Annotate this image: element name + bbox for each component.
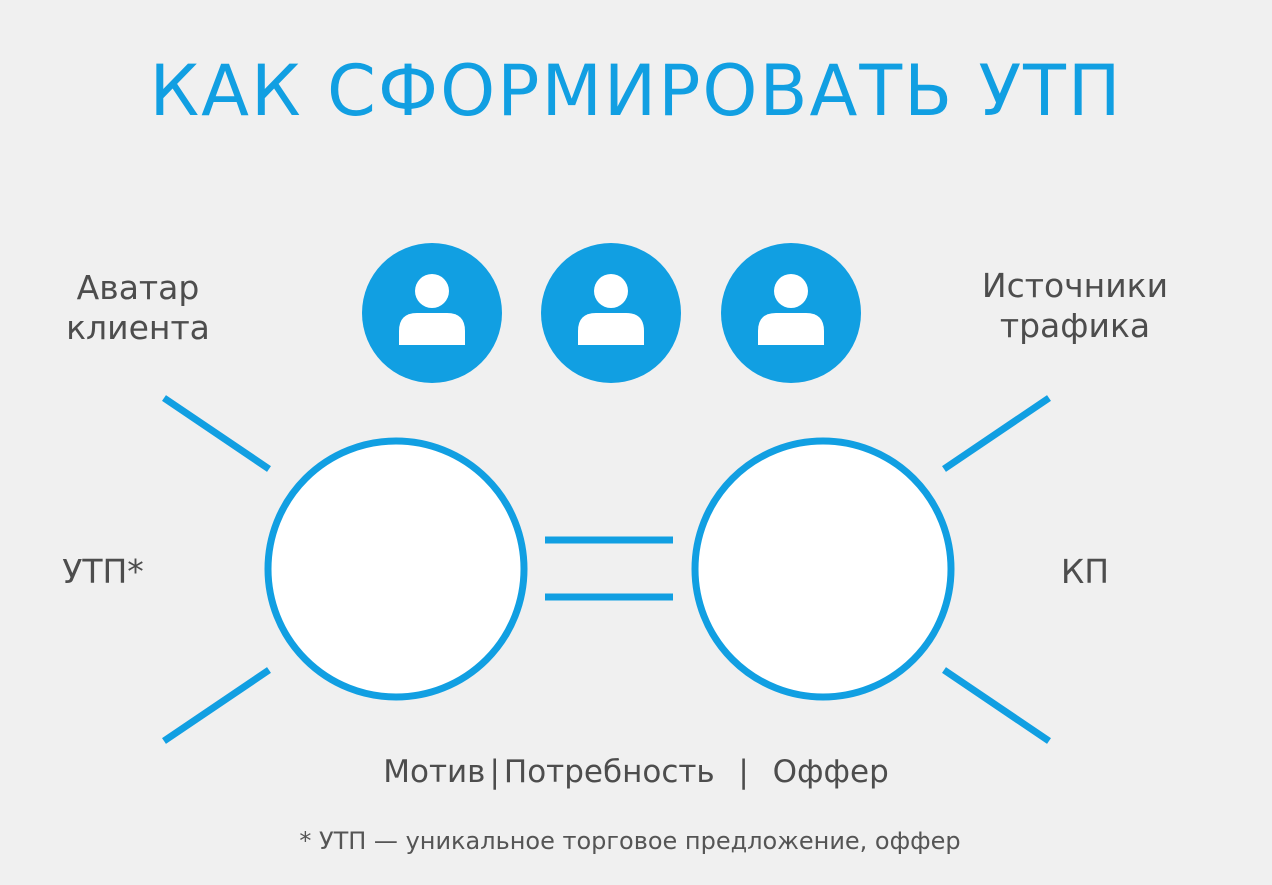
connector-line: [162, 667, 271, 744]
user-icon: [541, 243, 681, 383]
avatar-label-line2: клиента: [66, 308, 210, 347]
offer-text: Оффер: [772, 754, 889, 790]
motive-text: Мотив: [383, 754, 486, 790]
need-text: Потребность: [503, 754, 715, 790]
traffic-sources-label: Источники трафика: [970, 266, 1180, 346]
kp-label: КП: [1060, 552, 1110, 591]
utp-label: УТП*: [62, 552, 144, 591]
avatar-label-line1: Аватар: [76, 268, 200, 307]
connector-line: [942, 667, 1051, 744]
traffic-sources-label-line1: Источники: [981, 266, 1169, 305]
footnote: * УТП — уникальное торговое предложение,…: [299, 827, 961, 855]
separator: |: [489, 754, 500, 790]
separator: |: [738, 754, 749, 790]
user-icon: [362, 243, 502, 383]
left-circle: [264, 437, 528, 701]
traffic-sources-label-line2: трафика: [999, 306, 1151, 345]
connector-line: [942, 395, 1051, 472]
right-circle: [691, 437, 955, 701]
page-title: КАК СФОРМИРОВАТЬ УТП: [149, 50, 1123, 132]
avatar-label: Аватар клиента: [58, 268, 218, 348]
connector-line: [162, 395, 271, 472]
user-icon: [721, 243, 861, 383]
motive-need-offer-row: Мотив|Потребность | Оффер: [0, 752, 1272, 792]
